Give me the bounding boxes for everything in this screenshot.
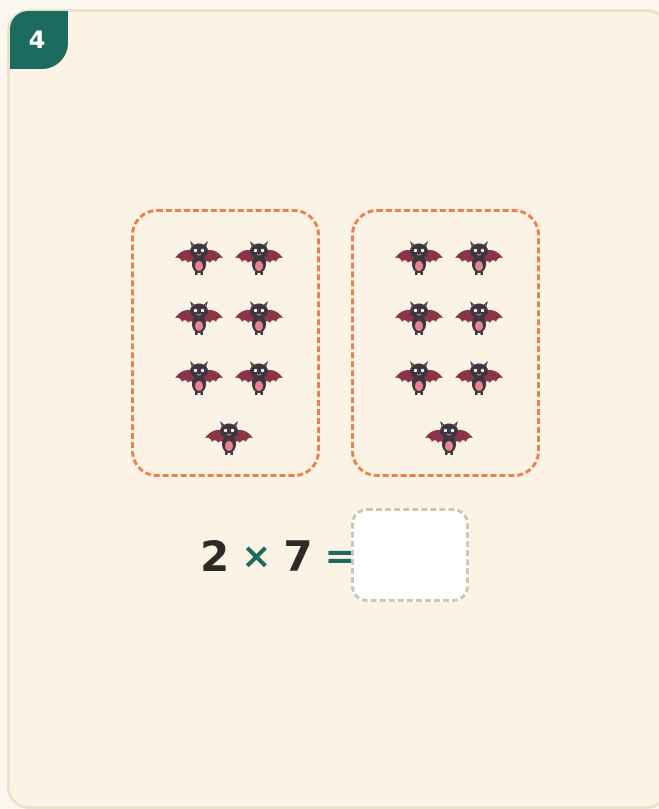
- bat-icon: [454, 234, 504, 276]
- bat-group-2: [351, 209, 540, 477]
- bat-icon: [174, 294, 224, 336]
- factor-left: 2: [200, 532, 229, 581]
- bat-icon: [394, 234, 444, 276]
- factor-right: 7: [283, 532, 312, 581]
- bat-icon: [424, 414, 474, 456]
- bat-icon: [394, 294, 444, 336]
- answer-input-box[interactable]: [351, 508, 469, 602]
- question-number: 4: [29, 26, 46, 54]
- multiplication-equation: 2 × 7 =: [200, 532, 355, 580]
- bat-group-1: [131, 209, 320, 477]
- bat-icon: [234, 234, 284, 276]
- question-number-badge: 4: [10, 11, 68, 69]
- bat-icon: [234, 294, 284, 336]
- bat-icon: [454, 294, 504, 336]
- question-card: [7, 9, 659, 809]
- times-sign: ×: [241, 536, 271, 577]
- bat-icon: [204, 414, 254, 456]
- bat-icon: [234, 354, 284, 396]
- bat-icon: [454, 354, 504, 396]
- bat-icon: [394, 354, 444, 396]
- bat-icon: [174, 354, 224, 396]
- bat-icon: [174, 234, 224, 276]
